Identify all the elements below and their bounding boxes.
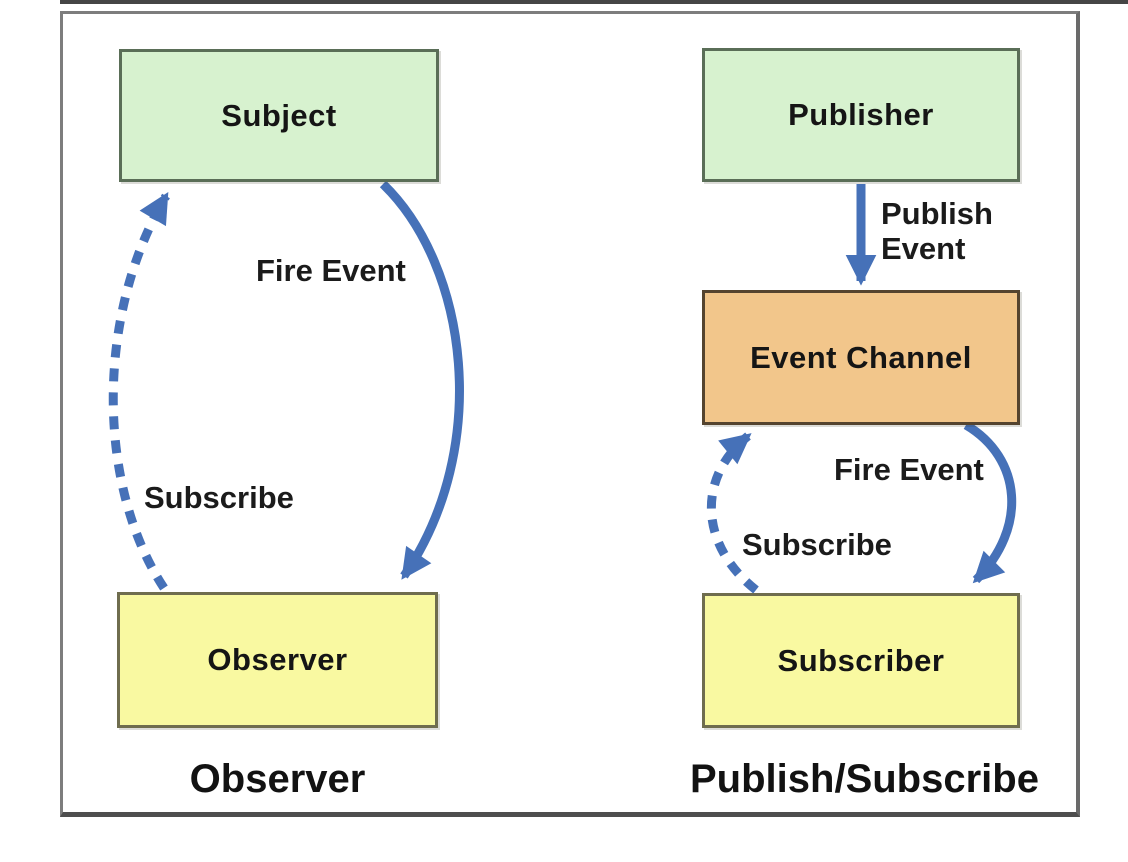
node-subscriber: Subscriber <box>702 593 1020 728</box>
label-publish-event: Publish Event <box>881 196 993 266</box>
node-publisher: Publisher <box>702 48 1020 182</box>
label-subscribe-left: Subscribe <box>144 480 294 515</box>
outer-frame <box>60 11 1080 817</box>
publisher-label: Publisher <box>788 97 934 132</box>
subscriber-label: Subscriber <box>777 642 945 678</box>
observer-label: Observer <box>207 642 348 677</box>
subject-label: Subject <box>221 97 337 133</box>
label-subscribe-right: Subscribe <box>742 527 892 562</box>
top-edge-strip <box>60 0 1128 4</box>
node-subject: Subject <box>119 49 439 182</box>
caption-publish-subscribe: Publish/Subscribe <box>690 757 1039 801</box>
caption-observer: Observer <box>189 757 366 801</box>
label-fire-event-right: Fire Event <box>834 452 984 487</box>
node-observer: Observer <box>117 592 438 728</box>
node-event-channel: Event Channel <box>702 290 1020 425</box>
event-channel-label: Event Channel <box>750 339 972 375</box>
label-fire-event-left: Fire Event <box>256 253 406 288</box>
